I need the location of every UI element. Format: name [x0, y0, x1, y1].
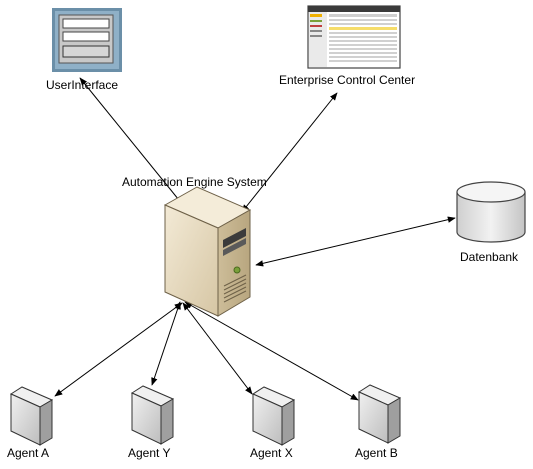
- agent-y-box-icon: [130, 385, 175, 445]
- agent-a-box-icon: [9, 386, 54, 446]
- agent-x-label: Agent X: [250, 446, 293, 460]
- edge-ui-to-ae: [79, 77, 184, 206]
- database-label: Datenbank: [460, 250, 519, 264]
- server-tower-icon: [163, 186, 252, 317]
- edge-ecc-to-ae: [241, 92, 338, 213]
- ae-system-label: Automation Engine System: [122, 175, 267, 189]
- connectors: [54, 77, 456, 401]
- edge-ae-to-agent-a: [54, 302, 183, 397]
- database-cylinder-icon: [456, 181, 526, 243]
- edge-ae-to-db: [255, 216, 456, 267]
- window-form-icon: [52, 8, 122, 72]
- edge-ae-to-agent-y: [151, 301, 181, 386]
- agent-b-label: Agent B: [355, 446, 398, 460]
- agent-x-box-icon: [251, 386, 296, 446]
- user-interface-label: UserInterface: [46, 78, 119, 92]
- agent-a-label: Agent A: [7, 446, 50, 460]
- agent-b-box-icon: [357, 384, 402, 444]
- edge-ae-to-agent-b: [184, 301, 359, 401]
- agent-y-label: Agent Y: [128, 446, 171, 460]
- ecc-label: Enterprise Control Center: [279, 73, 416, 87]
- spreadsheet-window-icon: [307, 5, 401, 69]
